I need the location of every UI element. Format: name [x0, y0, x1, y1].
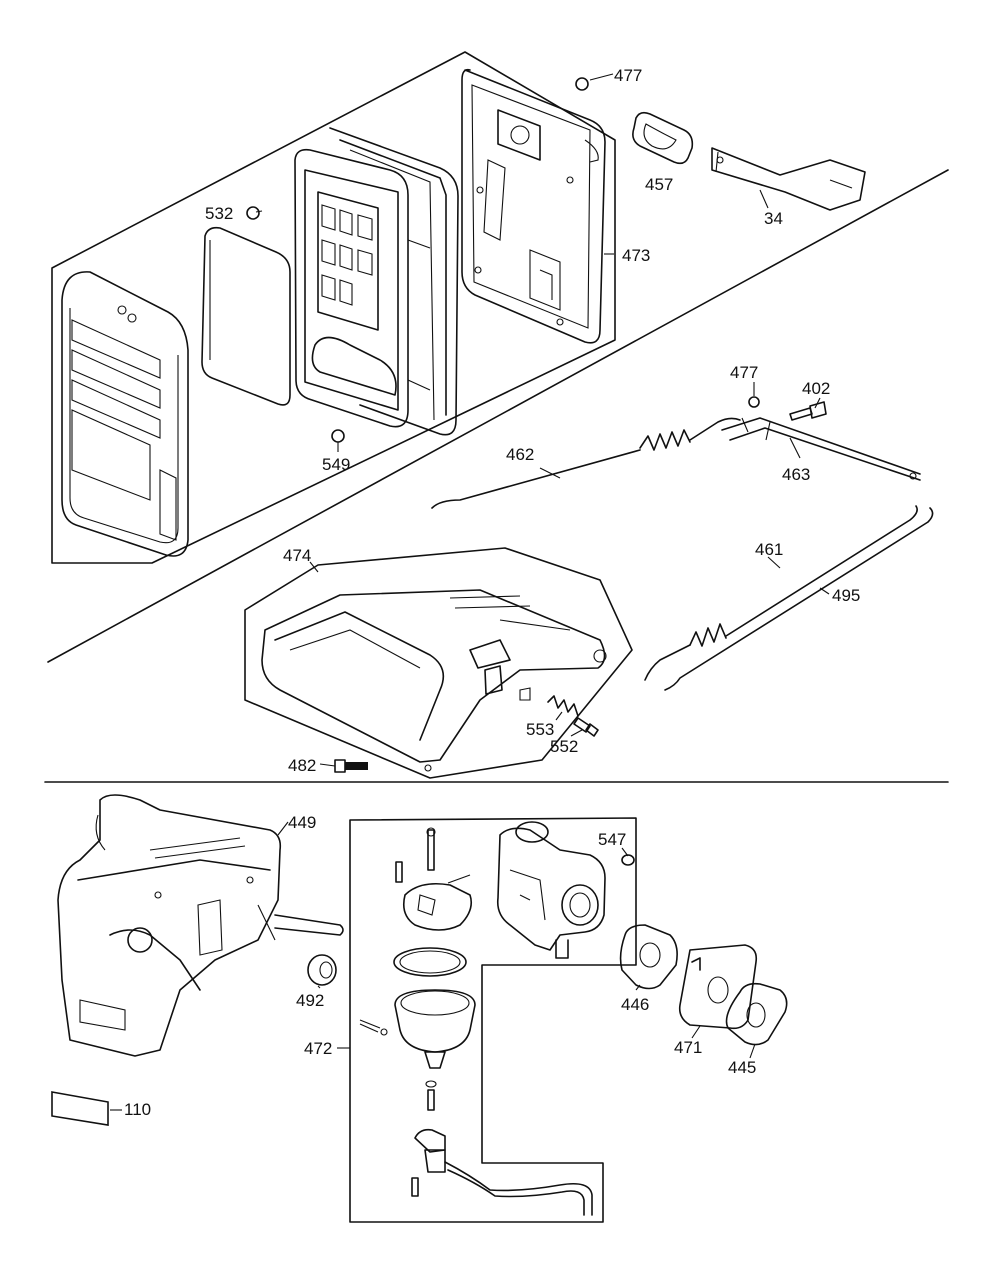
label-472: 472	[304, 1039, 332, 1058]
air-filter-element	[294, 148, 409, 428]
air-cleaner-back-plate	[461, 68, 606, 344]
label-549: 549	[322, 455, 350, 474]
governor-link-463	[721, 417, 921, 481]
label-402: 402	[802, 379, 830, 398]
air-cleaner-cover	[61, 271, 189, 557]
label-457: 457	[645, 175, 673, 194]
nut-549	[331, 429, 345, 443]
label-462: 462	[506, 445, 534, 464]
screw-482	[334, 759, 368, 773]
spring-553	[547, 695, 579, 717]
label-445: 445	[728, 1058, 756, 1077]
label-463: 463	[782, 465, 810, 484]
governor-bracket-449	[57, 794, 344, 1057]
leader-lines	[110, 210, 830, 1111]
carburetor-body	[496, 821, 606, 959]
screw-402	[789, 401, 827, 421]
foam-prefilter	[201, 206, 291, 406]
throttle-link-461	[644, 505, 918, 681]
label-110: 110	[124, 1100, 151, 1119]
carburetor-group-outline	[349, 817, 637, 1223]
label-477-middle: 477	[730, 363, 758, 382]
control-plate-group-outline	[244, 547, 633, 779]
label-547: 547	[598, 830, 626, 849]
gasket-445	[725, 982, 788, 1046]
label-471: 471	[674, 1038, 702, 1057]
label-492: 492	[296, 991, 324, 1010]
label-495: 495	[832, 586, 860, 605]
nut-477-middle	[748, 396, 760, 408]
nut-477-top	[575, 73, 614, 91]
label-553: 553	[526, 720, 554, 739]
gasket-457	[632, 111, 694, 165]
governor-spring-462	[431, 417, 741, 509]
bracket-34	[711, 147, 866, 211]
label-449: 449	[288, 813, 316, 832]
label-477-top: 477	[614, 66, 642, 85]
label-446: 446	[621, 995, 649, 1014]
label-34: 34	[764, 209, 783, 228]
label-482: 482	[288, 756, 316, 775]
label-552: 552	[550, 737, 578, 756]
choke-link-495	[664, 507, 934, 691]
gasket-446	[619, 924, 678, 990]
insulator-471	[678, 944, 758, 1030]
part-labels: 477 457 34 532 473 549 477 402 462 463 4…	[124, 66, 860, 1119]
label-plate-110	[51, 1091, 109, 1126]
label-474: 474	[283, 546, 311, 565]
screw-552	[573, 717, 599, 737]
control-plate-474	[261, 589, 607, 772]
section-dividers	[44, 169, 949, 783]
filter-housing-frame	[329, 127, 459, 436]
bushing-492	[307, 954, 337, 986]
label-473: 473	[622, 246, 650, 265]
label-532: 532	[205, 204, 233, 223]
air-cleaner-group-outline	[51, 51, 616, 564]
screw-547	[621, 854, 635, 866]
carburetor-internal-parts	[359, 827, 593, 1216]
label-461: 461	[755, 540, 783, 559]
